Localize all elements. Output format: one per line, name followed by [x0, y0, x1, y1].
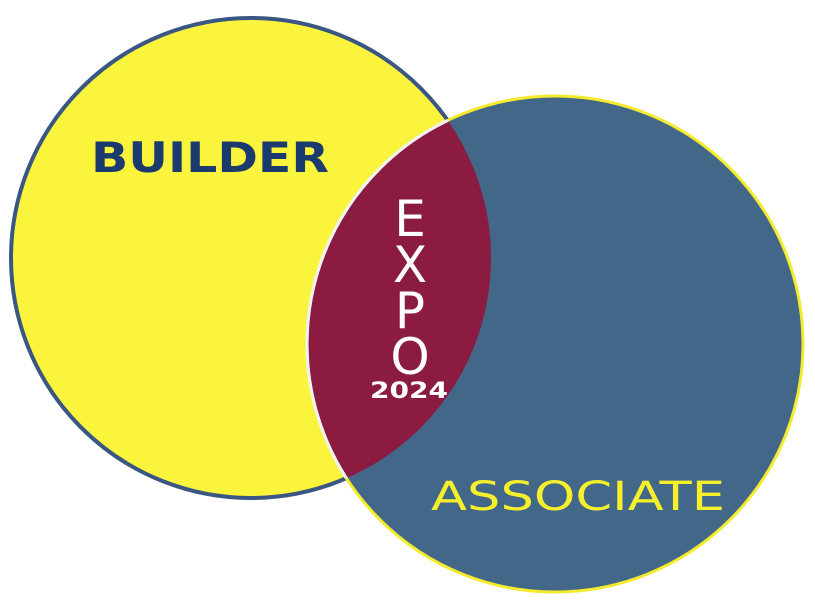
expo-year: 2024: [370, 379, 448, 404]
expo-letter-p: P: [395, 282, 425, 340]
expo-letter-o: O: [390, 328, 429, 386]
associate-label: ASSOCIATE: [431, 474, 725, 520]
expo-letter-x: X: [393, 236, 427, 294]
intersection-outline-right-arc: [305, 94, 491, 498]
builder-label: BUILDER: [91, 133, 329, 182]
expo-letter-e: E: [394, 190, 426, 248]
